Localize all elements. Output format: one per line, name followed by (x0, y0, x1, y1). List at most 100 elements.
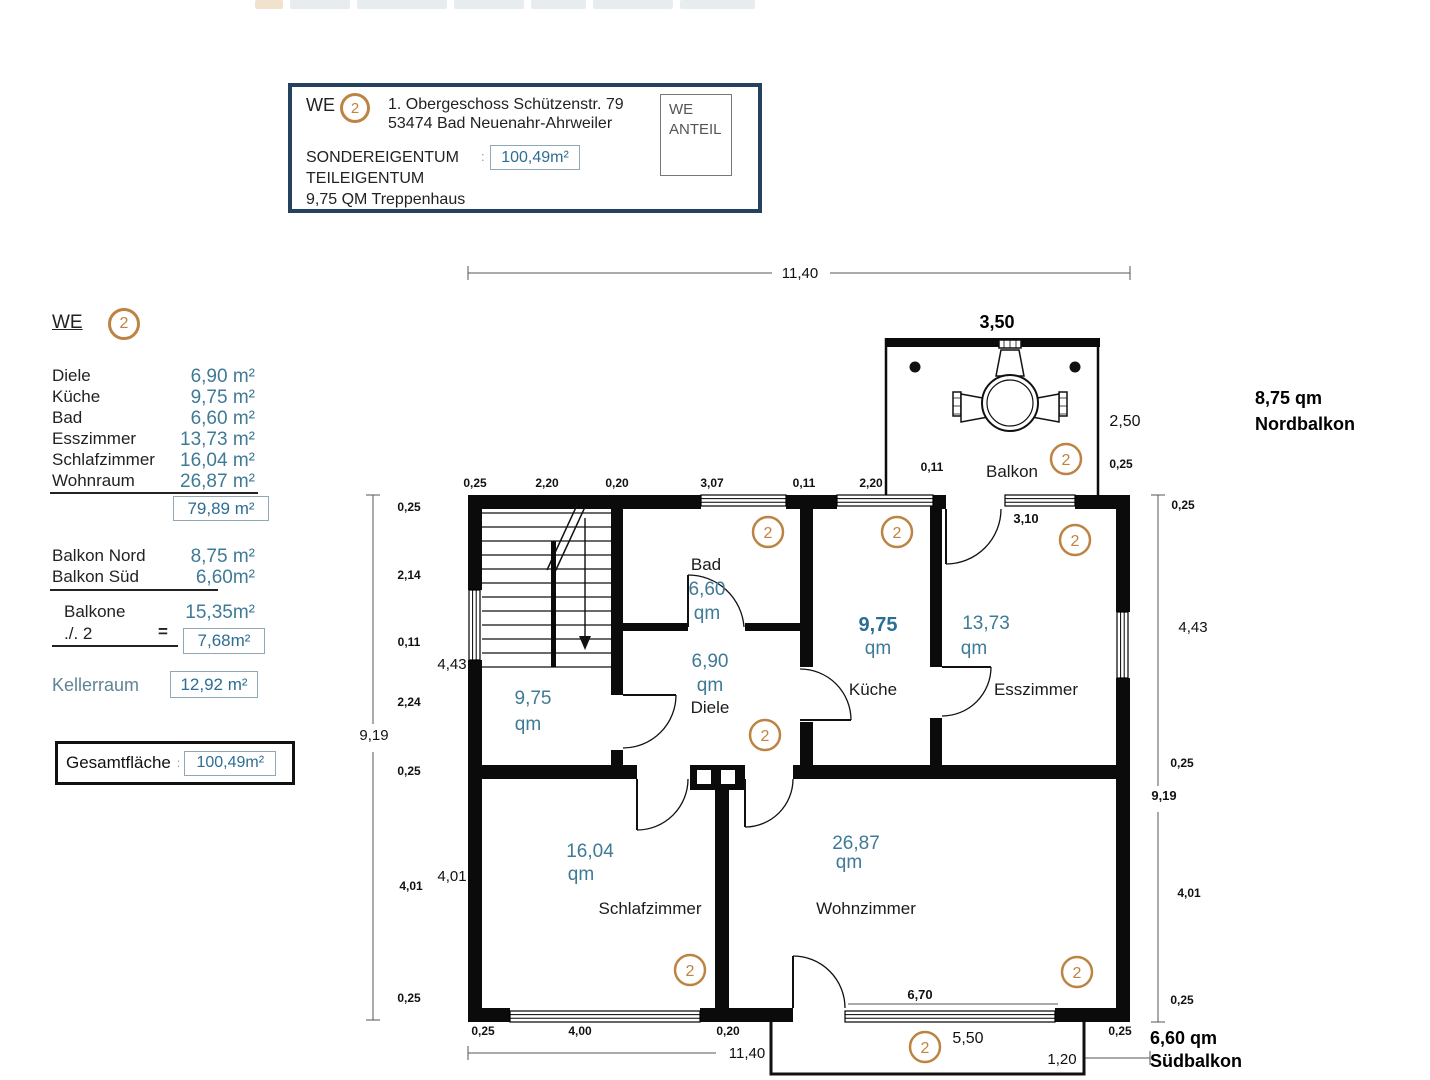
walls (468, 495, 1130, 1022)
planter-dot (909, 361, 921, 373)
we-anteil-line1: WE (669, 101, 694, 118)
dim: 4,01 (437, 868, 466, 885)
dim: 0,25 (471, 1024, 495, 1038)
stairs-unit: qm (515, 714, 541, 735)
balkone-value: 15,35m² (185, 602, 255, 623)
address-line2: 53474 Bad Neuenahr-Ahrweiler (388, 115, 613, 132)
shaft (690, 765, 745, 790)
room-area-wohnzimmer: 26,87 (832, 833, 880, 854)
keller-value: 12,92 m² (170, 671, 258, 698)
dim-wohn-window: 6,70 (907, 987, 932, 1002)
strip-fragment (680, 0, 755, 9)
dim: 4,00 (568, 1024, 592, 1038)
dim: 0,25 (397, 500, 421, 514)
balkon-nord-value: 8,75 m² (190, 546, 255, 567)
room-area-diele: 6,90 (692, 651, 729, 672)
room-area: 6,60 m² (190, 408, 255, 429)
rooms-subtotal: 79,89 m² (173, 496, 269, 521)
room-label: Esszimmer (52, 429, 137, 448)
dim: 0,20 (605, 476, 629, 490)
dim-ess-door: 3,10 (1013, 511, 1038, 526)
dim: 0,25 (397, 764, 421, 778)
strip-fragment (593, 0, 673, 9)
half-label: ./. 2 (64, 624, 93, 643)
unit-badge: 2 (764, 525, 773, 542)
unit-badge: 2 (686, 963, 695, 980)
room-area: 9,75 m² (190, 387, 255, 408)
dim-sb-width: 5,50 (952, 1030, 983, 1047)
floor-plan: 11,40 11,40 0,25 2,20 0,20 3,07 0,11 2,2… (359, 265, 1355, 1076)
dim-balcony-width: 3,50 (979, 312, 1014, 332)
dimension-labels: 11,40 11,40 0,25 2,20 0,20 3,07 0,11 2,2… (359, 265, 1207, 1068)
room-area: 16,04 m² (180, 450, 255, 471)
equals-sign: = (158, 622, 168, 641)
room-row: Schlafzimmer 16,04 m² (52, 450, 255, 472)
sondereigentum-label: SONDEREIGENTUM (306, 149, 459, 166)
window-glazing-lines (472, 498, 1125, 1019)
room-name-esszimmer: Esszimmer (994, 680, 1078, 699)
room-area-esszimmer: 13,73 (962, 613, 1010, 634)
dim-right-total: 9,19 (1151, 788, 1176, 803)
dim: 0,25 (1108, 1024, 1132, 1038)
dim-left-total: 9,19 (359, 727, 388, 744)
balkone-label: Balkone (64, 602, 126, 621)
windows (468, 494, 1129, 1023)
dim: 0,25 (1170, 993, 1194, 1007)
unit-badge: 2 (921, 1040, 930, 1057)
strip-fragment (357, 0, 447, 9)
total-label: Gesamtfläche (66, 753, 171, 772)
planter-dot (1069, 361, 1081, 373)
unit-badge: 2 (893, 525, 902, 542)
room-label: Schlafzimmer (52, 450, 155, 469)
address-line1: 1. Obergeschoss Schützenstr. 79 (388, 96, 624, 113)
dim: 2,24 (397, 695, 421, 709)
unit-badges: 2 2 2 2 2 2 2 2 (673, 442, 1094, 1064)
unit-badge: 2 (1073, 965, 1082, 982)
room-row: Esszimmer 13,73 m² (52, 429, 255, 451)
stair-direction-arrow (579, 636, 591, 650)
dimension-lines (366, 266, 1165, 1065)
balcony-table-and-chairs (952, 339, 1068, 432)
dim-total-top: 11,40 (782, 265, 818, 282)
summary-unit-badge: 2 (108, 308, 140, 340)
room-unit-bad: qm (694, 603, 720, 624)
dim: 4,43 (1178, 619, 1207, 636)
dim: 0,11 (398, 635, 421, 649)
dim: 4,43 (437, 656, 466, 673)
balkone-row: Balkone 15,35m² (64, 602, 255, 624)
room-name-wohnzimmer: Wohnzimmer (816, 899, 916, 918)
title-block: WE 2 1. Obergeschoss Schützenstr. 79 534… (288, 83, 762, 213)
colon: : (481, 149, 485, 164)
dim: 0,11 (921, 460, 944, 474)
dim: 2,20 (535, 476, 559, 490)
sum-divider (50, 492, 258, 494)
balkon-sued-value: 6,60m² (195, 567, 255, 588)
stair-rail (551, 541, 556, 667)
room-area: 13,73 m² (180, 429, 255, 450)
room-area-bad: 6,60 (689, 579, 726, 600)
dim: 0,25 (1171, 498, 1195, 512)
room-name-balkon: Balkon (986, 462, 1038, 481)
keller-label: Kellerraum (52, 675, 140, 695)
south-balcony-area: 6,60 qm (1150, 1028, 1217, 1048)
room-name-bad: Bad (691, 555, 721, 574)
strip-fragment (531, 0, 586, 9)
dim: 0,20 (716, 1024, 740, 1038)
room-row: Diele 6,90 m² (52, 366, 255, 388)
room-label: Diele (52, 366, 91, 385)
room-row: Küche 9,75 m² (52, 387, 255, 409)
dim: 4,01 (399, 879, 423, 893)
we-label: WE (306, 95, 335, 115)
dim: 3,07 (700, 476, 724, 490)
room-unit-schlafzimmer: qm (568, 864, 594, 885)
room-unit-esszimmer: qm (961, 638, 987, 659)
room-area: 26,87 m² (180, 471, 255, 492)
balkon-sued-row: Balkon Süd 6,60m² (52, 567, 255, 589)
dim-balcony-depth: 2,50 (1109, 413, 1140, 430)
dim-total-bottom: 11,40 (729, 1045, 765, 1062)
north-balcony-area: 8,75 qm (1255, 388, 1322, 408)
stairs-area: 9,75 (515, 688, 552, 709)
total-value: 100,49m² (184, 750, 277, 776)
room-unit-diele: qm (697, 675, 723, 696)
room-name-schlafzimmer: Schlafzimmer (599, 899, 702, 918)
